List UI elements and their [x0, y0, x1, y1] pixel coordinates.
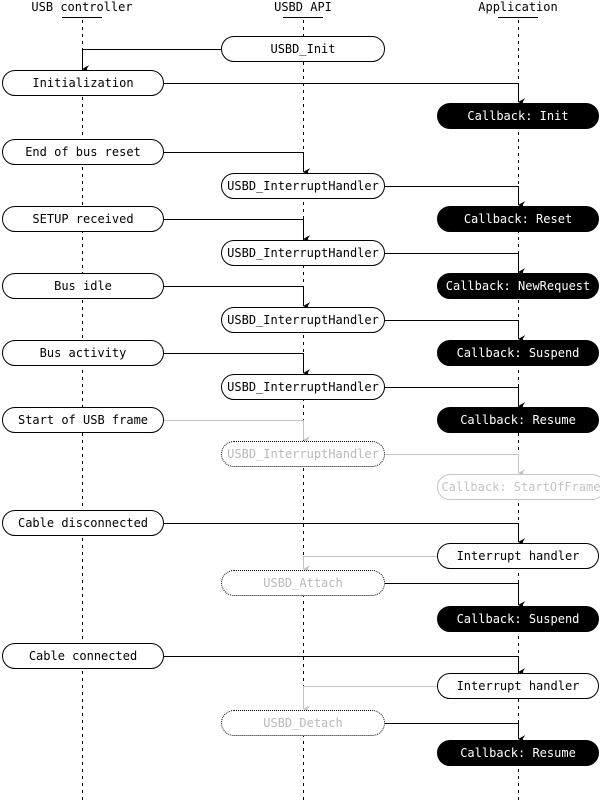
connector-c4 — [385, 186, 526, 209]
node-n19[interactable]: Cable disconnected — [2, 510, 164, 536]
connector-c9 — [164, 353, 311, 377]
node-label: Callback: Reset — [463, 212, 573, 226]
node-n12[interactable]: Callback: Suspend — [437, 340, 599, 366]
node-label: Start of USB frame — [17, 413, 149, 427]
lifeline-label: Application — [478, 0, 558, 14]
node-label: SETUP received — [32, 212, 134, 226]
node-n11[interactable]: USBD_InterruptHandler — [221, 307, 385, 333]
connector-c2 — [164, 83, 526, 106]
connector-c10 — [385, 387, 526, 410]
connector-c18 — [385, 723, 526, 743]
node-n10[interactable]: Bus idle — [2, 273, 164, 299]
node-n21[interactable]: USBD_Attach — [221, 570, 385, 596]
connector-c12 — [385, 454, 526, 477]
node-n7[interactable]: SETUP received — [2, 206, 164, 232]
node-label: Callback: Resume — [460, 413, 576, 427]
node-label: USBD_Detach — [263, 716, 343, 730]
connector-c5 — [164, 219, 311, 243]
node-n16[interactable]: Start of USB frame — [2, 407, 164, 433]
node-label: Callback: StartOfFrame — [441, 480, 600, 494]
connector-c6 — [385, 253, 526, 276]
node-label: Callback: NewRequest — [445, 279, 591, 293]
connectors — [82, 49, 526, 743]
node-label: Cable disconnected — [17, 516, 149, 530]
node-n3[interactable]: Callback: Init — [437, 103, 599, 129]
node-label: USBD_InterruptHandler — [227, 447, 379, 461]
node-n2[interactable]: Initialization — [2, 70, 164, 96]
node-n18[interactable]: Callback: StartOfFrame — [437, 474, 600, 500]
node-label: Callback: Resume — [460, 746, 576, 760]
node-n26[interactable]: Callback: Resume — [437, 740, 599, 766]
connector-c14 — [303, 556, 437, 573]
node-n20[interactable]: Interrupt handler — [437, 543, 599, 569]
node-n25[interactable]: USBD_Detach — [221, 710, 385, 736]
connector-c16 — [164, 656, 526, 676]
node-n15[interactable]: Callback: Resume — [437, 407, 599, 433]
node-label: Bus idle — [54, 279, 112, 293]
node-label: USBD_Attach — [263, 576, 343, 590]
node-label: Callback: Suspend — [456, 612, 580, 626]
node-n8[interactable]: USBD_InterruptHandler — [221, 240, 385, 266]
node-n13[interactable]: Bus activity — [2, 340, 164, 366]
node-n17[interactable]: USBD_InterruptHandler — [221, 441, 385, 467]
lifeline-header-controller: USB controller — [0, 0, 182, 14]
connector-c8 — [385, 320, 526, 343]
node-label: Callback: Init — [467, 109, 569, 123]
node-label: Callback: Suspend — [456, 346, 580, 360]
lifeline-label: USB controller — [31, 0, 133, 14]
node-n22[interactable]: Callback: Suspend — [437, 606, 599, 632]
node-label: Cable connected — [28, 649, 138, 663]
connector-c3 — [164, 152, 311, 176]
lifeline-header-app: Application — [418, 0, 600, 14]
node-n4[interactable]: End of bus reset — [2, 139, 164, 165]
node-n1[interactable]: USBD_Init — [221, 36, 385, 62]
node-label: Bus activity — [39, 346, 127, 360]
connector-c13 — [164, 523, 526, 546]
node-label: Interrupt handler — [456, 679, 580, 693]
connector-c15 — [385, 583, 526, 609]
node-n5[interactable]: USBD_InterruptHandler — [221, 173, 385, 199]
node-n14[interactable]: USBD_InterruptHandler — [221, 374, 385, 400]
node-label: USBD_Init — [270, 42, 336, 56]
lifeline-label: USBD API — [274, 0, 332, 14]
node-n9[interactable]: Callback: NewRequest — [437, 273, 599, 299]
node-label: USBD_InterruptHandler — [227, 179, 379, 193]
connector-c1 — [82, 49, 221, 73]
node-label: Interrupt handler — [456, 549, 580, 563]
node-n6[interactable]: Callback: Reset — [437, 206, 599, 232]
node-n24[interactable]: Interrupt handler — [437, 673, 599, 699]
node-label: Initialization — [32, 76, 134, 90]
connector-c11 — [164, 420, 311, 444]
node-label: End of bus reset — [25, 145, 141, 159]
node-label: USBD_InterruptHandler — [227, 246, 379, 260]
connector-c7 — [164, 286, 311, 310]
node-label: USBD_InterruptHandler — [227, 313, 379, 327]
connector-c17 — [303, 686, 437, 713]
node-label: USBD_InterruptHandler — [227, 380, 379, 394]
node-n23[interactable]: Cable connected — [2, 643, 164, 669]
lifeline-header-api: USBD API — [203, 0, 403, 14]
